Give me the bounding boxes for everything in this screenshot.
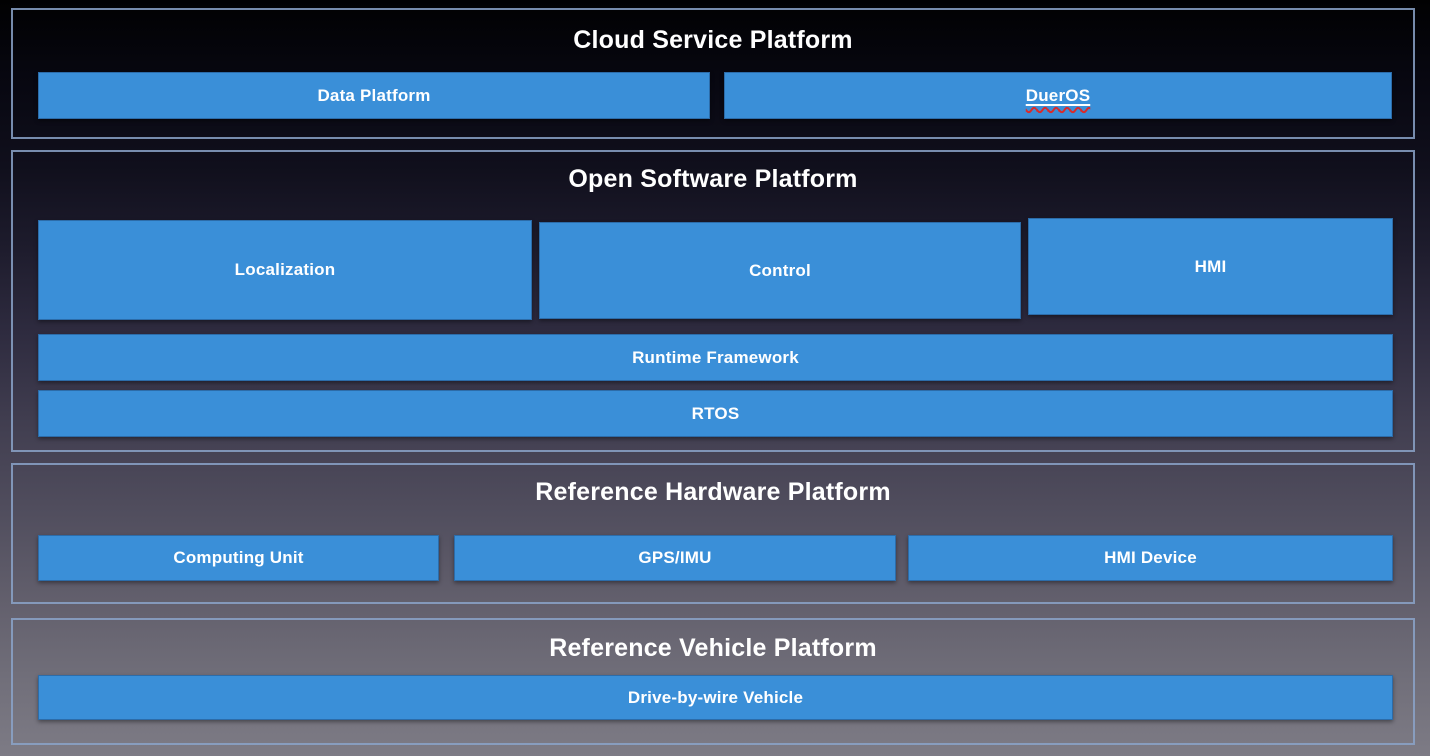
box-hmi-device: HMI Device xyxy=(908,535,1393,581)
box-hmi: HMI xyxy=(1028,218,1393,315)
box-runtime-framework: Runtime Framework xyxy=(38,334,1393,381)
box-gps-imu: GPS/IMU xyxy=(454,535,896,581)
section-cloud-service-platform: Cloud Service Platform Data Platform Due… xyxy=(11,8,1415,139)
section-title-vehicle: Reference Vehicle Platform xyxy=(549,634,877,662)
box-drive-by-wire-vehicle: Drive-by-wire Vehicle xyxy=(38,675,1393,720)
box-dueros: DuerOS xyxy=(724,72,1392,119)
section-open-software-platform: Open Software Platform Localization Cont… xyxy=(11,150,1415,452)
box-label-data-platform: Data Platform xyxy=(317,85,431,105)
box-label-localization: Localization xyxy=(234,260,336,279)
box-label-gps-imu: GPS/IMU xyxy=(638,548,712,567)
box-data-platform: Data Platform xyxy=(38,72,710,119)
section-reference-vehicle-platform: Reference Vehicle Platform Drive-by-wire… xyxy=(11,618,1415,745)
box-label-hmi-device: HMI Device xyxy=(1104,548,1197,567)
box-label-dueros: DuerOS xyxy=(1025,85,1091,105)
box-control: Control xyxy=(539,222,1021,319)
box-label-rtos: RTOS xyxy=(691,403,740,423)
section-title-cloud: Cloud Service Platform xyxy=(573,26,853,54)
box-label-computing-unit: Computing Unit xyxy=(173,548,304,567)
section-title-hardware: Reference Hardware Platform xyxy=(535,478,891,506)
section-title-software: Open Software Platform xyxy=(568,165,858,193)
box-label-runtime-framework: Runtime Framework xyxy=(632,347,799,367)
box-rtos: RTOS xyxy=(38,390,1393,437)
box-label-hmi: HMI xyxy=(1194,256,1227,276)
box-label-control: Control xyxy=(749,260,811,280)
section-reference-hardware-platform: Reference Hardware Platform Computing Un… xyxy=(11,463,1415,604)
spellcheck-squiggle: DuerOS xyxy=(1026,86,1091,106)
box-label-drive-by-wire-vehicle: Drive-by-wire Vehicle xyxy=(627,687,804,707)
box-localization: Localization xyxy=(38,220,532,320)
box-computing-unit: Computing Unit xyxy=(38,535,439,581)
